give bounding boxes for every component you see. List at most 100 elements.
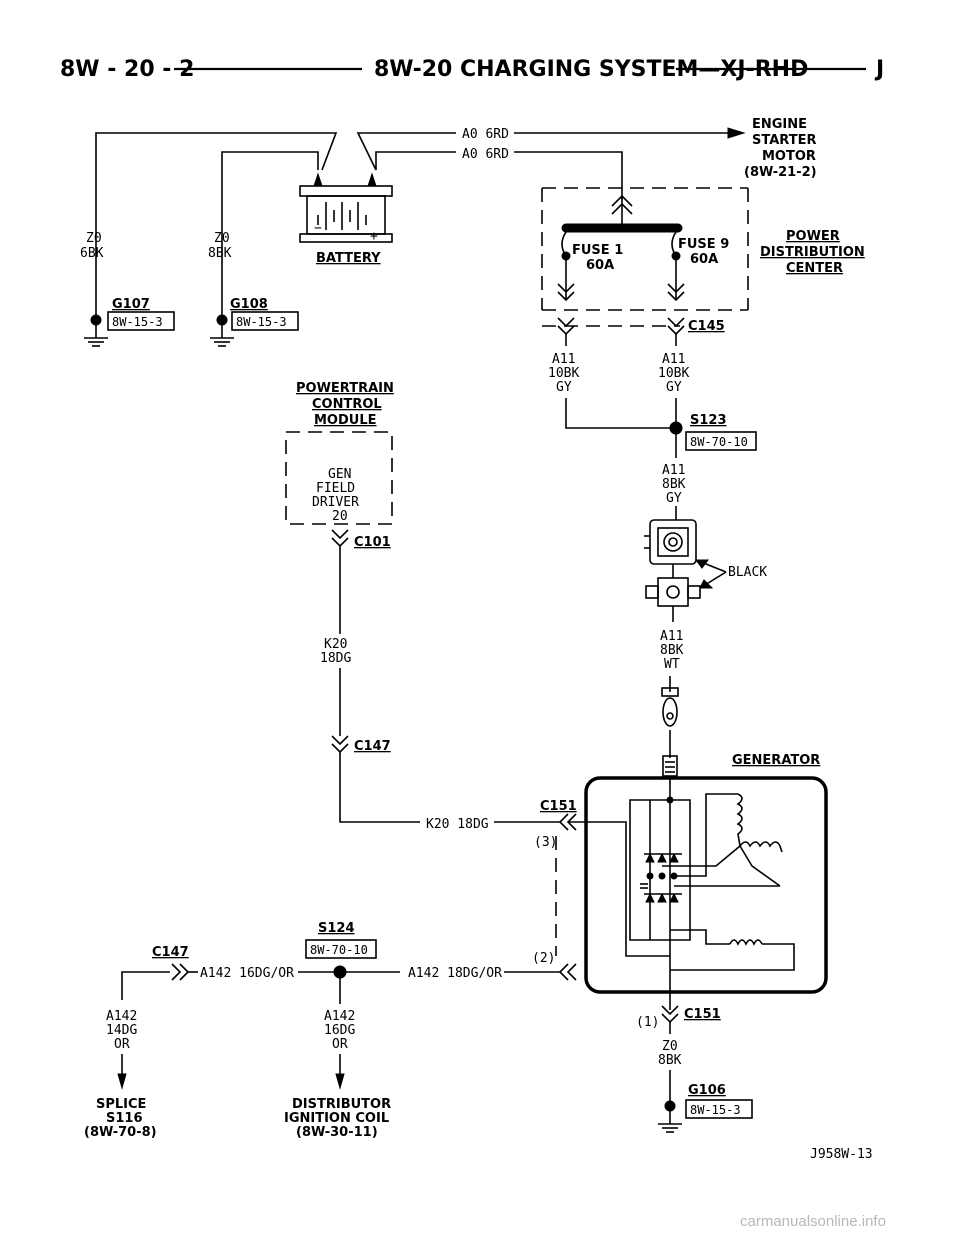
- ground-g106: (1) C151 Z0 8BK G106 8W-15-3: [636, 1005, 753, 1133]
- ref-box-g107: [107, 311, 175, 331]
- connector-c101: C101: [354, 535, 391, 550]
- field-control-lead: [568, 821, 670, 957]
- pcm-text-4: 20: [332, 509, 348, 524]
- wire-label-a142-left: A142 16DG/OR: [200, 966, 294, 981]
- pdc-label-2: DISTRIBUTION: [760, 245, 865, 260]
- arrow-to-starter: [727, 127, 746, 139]
- wire-label: K20: [324, 637, 347, 652]
- wire-label: OR: [332, 1037, 348, 1052]
- power-distribution-center: FUSE 1 60A FUSE 9 60A C145 POWER DISTRIB…: [541, 187, 865, 336]
- wire-label: 18DG: [320, 651, 351, 666]
- c147-connector-a: [331, 735, 349, 754]
- wire-label: Z0: [662, 1039, 678, 1054]
- wire-label-a0-bottom: A0 6RD: [462, 147, 509, 162]
- page-number: 8W - 20 - 2: [60, 57, 194, 82]
- black-connector: BLACK: [644, 519, 767, 607]
- connector-terminal-ring: [663, 532, 683, 552]
- splice-label-1: SPLICE: [96, 1097, 146, 1112]
- wire-label: 10BK: [548, 366, 579, 381]
- diode: [669, 892, 679, 903]
- pcm-text-2: FIELD: [316, 481, 355, 496]
- stator-winding-3: [739, 845, 781, 887]
- arrow-to-splice: [117, 1073, 127, 1090]
- wire-label: A11: [552, 352, 575, 367]
- ring-terminal-crimp: [661, 687, 679, 697]
- c151-pin2: [558, 963, 577, 981]
- connector-s123: S123: [690, 413, 727, 428]
- stator-winding-1: [736, 793, 743, 847]
- starter-label-1: ENGINE: [752, 117, 807, 132]
- fuse1-connector: [557, 283, 575, 302]
- junction-dot: [658, 872, 666, 880]
- diode-bank-upper: [644, 852, 682, 863]
- powertrain-control-module: POWERTRAIN CONTROL MODULE GEN FIELD DRIV…: [285, 381, 394, 550]
- stator-lead: [662, 845, 741, 867]
- connector-terminal-ring: [666, 585, 680, 599]
- connector-housing-inner: [657, 527, 689, 557]
- wire-a0-pdc: [375, 151, 456, 170]
- fuse9-connector: [667, 283, 685, 302]
- ring-terminal: [662, 697, 678, 727]
- wire-a0-into-pdc: [514, 151, 623, 200]
- pdc-label-3: CENTER: [786, 261, 843, 276]
- wire-label: 14DG: [106, 1023, 137, 1038]
- splice-s123: [669, 421, 683, 435]
- pin-label-1: (1): [636, 1015, 659, 1030]
- field-lead: [670, 929, 730, 945]
- a11-circuit: A11 10BK GY A11 10BK GY S123 8W-70-10 A1…: [548, 334, 757, 520]
- field-lead-return: [670, 943, 795, 971]
- pcm-outline: [285, 431, 393, 525]
- dist-label-2: IGNITION COIL: [284, 1111, 389, 1126]
- wire-label: 6BK: [80, 246, 104, 261]
- wire-battery-neg-g107: [95, 132, 338, 318]
- wire-a142: [121, 971, 170, 1000]
- ground-g108: Z0 8BK G108 8W-15-3: [208, 231, 299, 347]
- starter-label-2: STARTER: [752, 133, 816, 148]
- connector-side-tab: [645, 585, 659, 599]
- connector-g106: G106: [688, 1083, 726, 1098]
- connector-terminal: [668, 537, 678, 547]
- ref-box-s123: [685, 431, 757, 451]
- battery-minus-sign: −: [314, 221, 322, 236]
- connector-housing-top: [649, 519, 697, 565]
- fuse1-name: FUSE 1: [572, 243, 623, 258]
- connector-g107: G107: [112, 297, 150, 312]
- wire-label: A142: [106, 1009, 137, 1024]
- battery-top: [299, 185, 393, 197]
- wire-label: 8BK: [658, 1053, 682, 1068]
- field-winding: [729, 939, 763, 946]
- pdc-outline: [541, 187, 749, 310]
- pcm-label-3: MODULE: [314, 413, 377, 428]
- wire-label: WT: [664, 657, 680, 672]
- splice-label-2: S116: [106, 1111, 143, 1126]
- generator-housing: [584, 776, 828, 994]
- ref-s123: 8W-70-10: [690, 435, 748, 449]
- diode-bank-lower: [644, 892, 682, 903]
- connector-s124: S124: [318, 921, 355, 936]
- pcm-text-3: DRIVER: [312, 495, 359, 510]
- c101-connector: [331, 529, 349, 548]
- k20-circuit: K20 18DG C147 K20 18DG (3): [320, 546, 577, 956]
- stator-winding-2: [739, 841, 783, 853]
- pin-label-2: (2): [532, 951, 555, 966]
- battery-cables: A0 6RD A0 6RD: [95, 127, 746, 318]
- ring-terminal-hole: [666, 712, 674, 720]
- figure-id: J958W-13: [810, 1147, 873, 1162]
- wire-label: OR: [114, 1037, 130, 1052]
- arrow-to-coil: [335, 1073, 345, 1090]
- splice-label-3: (8W-70-8): [84, 1125, 157, 1140]
- c145-connector-right: [667, 317, 685, 336]
- wire-label: GY: [666, 491, 682, 506]
- generator: C151: [540, 776, 828, 1010]
- connector-side-tab: [687, 585, 701, 599]
- battery-post-pos: [367, 172, 377, 187]
- ref-s124: 8W-70-10: [310, 943, 368, 957]
- wire-battery-neg-g108: [221, 151, 319, 318]
- generator-b-plus-stud: [662, 755, 678, 777]
- ref-box-g106: [685, 1099, 753, 1119]
- wire-label: A142: [324, 1009, 355, 1024]
- ref-g108: 8W-15-3: [236, 315, 287, 329]
- wire-a11-left-to-s123: [565, 398, 676, 429]
- starter-motor-label: ENGINE STARTER MOTOR (8W-21-2): [744, 117, 817, 180]
